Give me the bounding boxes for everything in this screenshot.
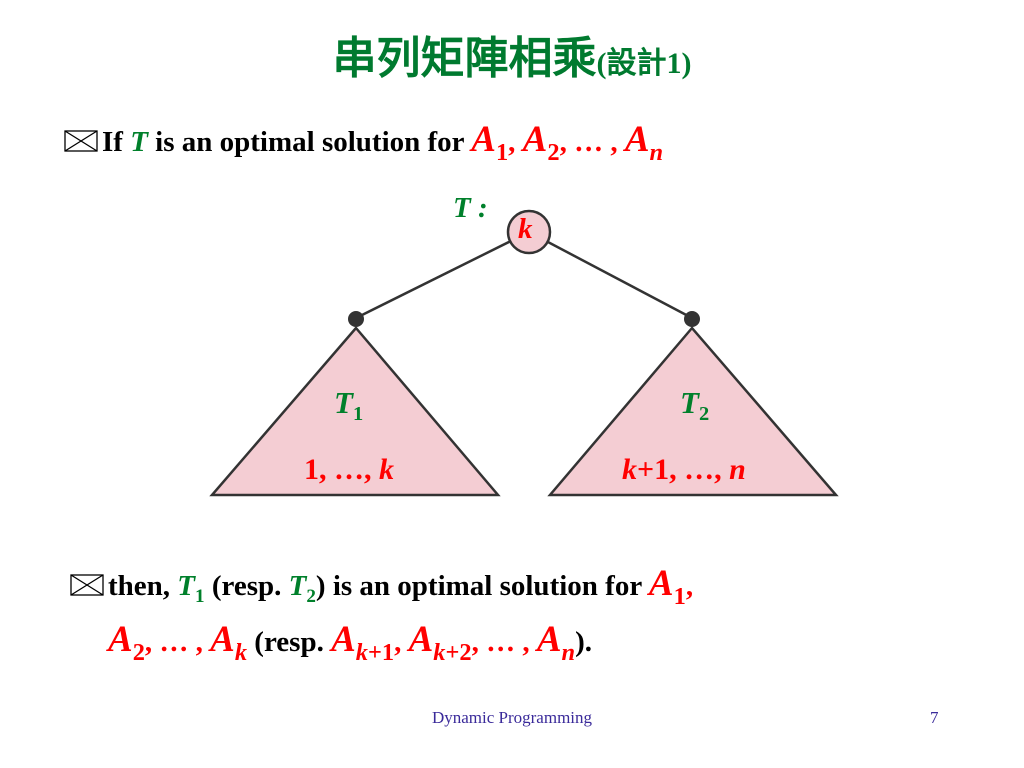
- matrix-A2: A2: [108, 619, 145, 666]
- resp-text: (resp.: [211, 570, 282, 602]
- title-main: 串列矩陣相乘: [332, 34, 597, 83]
- statement-line-2: then, T1 (resp. T2) is an optimal soluti…: [70, 562, 694, 610]
- closing-paren: ).: [575, 626, 593, 658]
- matrix-A1: A1: [648, 563, 686, 610]
- left-subtree-label: T1: [334, 385, 364, 426]
- tree-T: T: [130, 126, 148, 158]
- left-subtree-triangle: [209, 326, 501, 497]
- tree-label: T :: [453, 192, 488, 224]
- comma: ,: [394, 626, 402, 658]
- then-text: then,: [108, 570, 171, 602]
- subtree-T1: T1: [177, 570, 205, 607]
- line1-rest: is an optimal solution for: [155, 126, 465, 158]
- statement-line-3: A2, … , Ak (resp. Ak+1, Ak+2, … , An).: [108, 618, 593, 666]
- right-subtree-range: k+1, …, n: [622, 453, 746, 486]
- footer-title: Dynamic Programming: [431, 708, 593, 727]
- slide-title: 串列矩陣相乘(設計1): [0, 22, 1024, 86]
- envelope-x-icon: [64, 130, 98, 152]
- ellipsis: , … ,: [471, 626, 530, 658]
- right-subtree-triangle: [547, 326, 839, 497]
- root-node: [506, 209, 552, 255]
- right-child-node: [684, 311, 700, 327]
- right-edge: [528, 230, 693, 320]
- ellipsis: , … ,: [559, 126, 618, 158]
- envelope-x-icon: [70, 574, 104, 596]
- comma: ,: [508, 126, 516, 158]
- statement-line-1: If T is an optimal solution for A1, A2, …: [64, 118, 664, 166]
- title-paren: (設計1): [596, 47, 692, 80]
- matrix-Ak: Ak: [210, 619, 248, 666]
- right-subtree-label: T2: [680, 385, 710, 426]
- left-subtree-range: 1, …, k: [304, 453, 394, 486]
- line2-rest: ) is an optimal solution for: [315, 570, 642, 602]
- page-number: 7: [930, 708, 939, 727]
- left-edge: [355, 230, 530, 320]
- matrix-A1: A1: [471, 119, 509, 166]
- matrix-An: An: [624, 119, 664, 166]
- resp-text: (resp.: [254, 626, 324, 658]
- left-child-node: [348, 311, 364, 327]
- matrix-Ak1: Ak+1: [331, 619, 395, 666]
- matrix-A2: A2: [522, 119, 560, 166]
- matrix-An: An: [536, 619, 576, 666]
- matrix-Ak2: Ak+2: [408, 619, 472, 666]
- root-label: k: [518, 213, 533, 245]
- ellipsis: , … ,: [144, 626, 203, 658]
- subtree-T2: T2: [288, 570, 316, 607]
- comma: ,: [685, 570, 694, 602]
- if-text: If: [102, 126, 123, 158]
